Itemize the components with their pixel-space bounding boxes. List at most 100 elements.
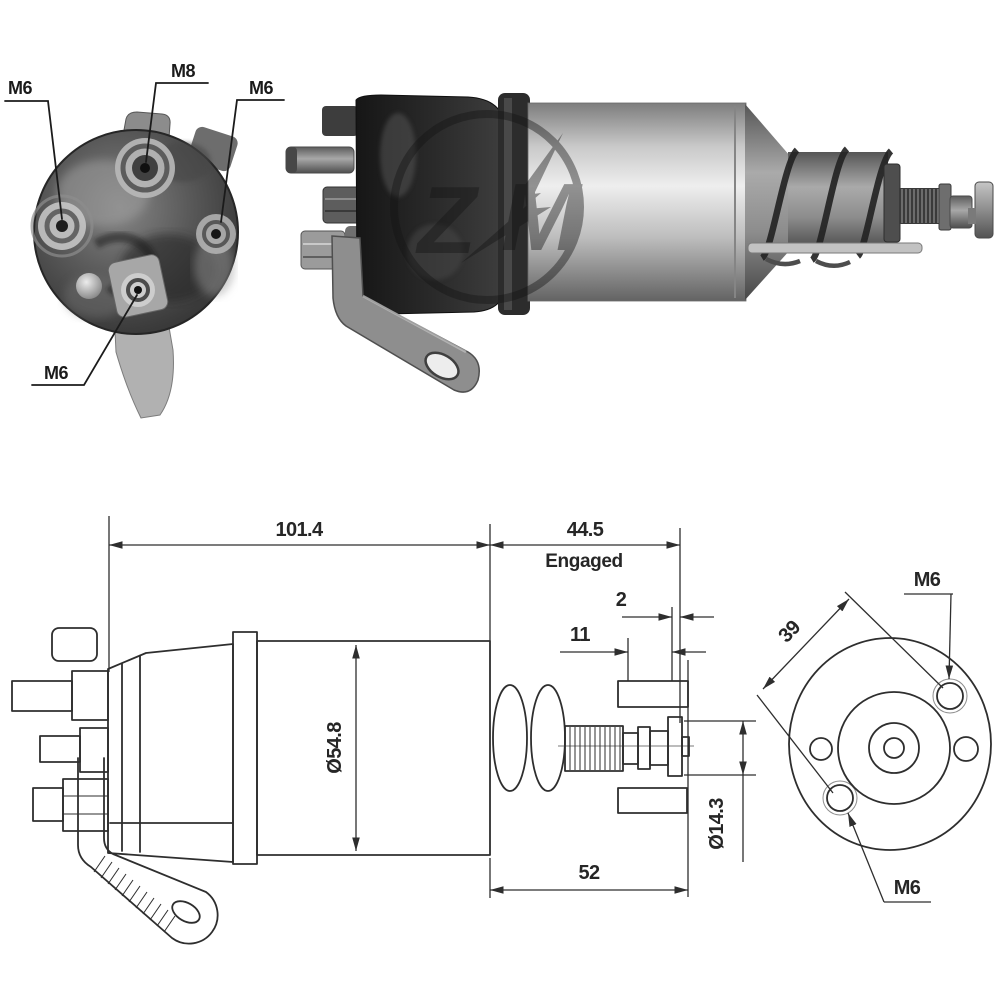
photo-threaded-rod — [899, 188, 941, 224]
end-view-drawing: 39 M6 M6 — [756, 569, 992, 903]
terminal-m6-bottom — [107, 254, 169, 318]
stud-tip — [286, 147, 297, 173]
dwg-endview-center-hole — [883, 737, 905, 759]
dwg-stud-top — [11, 680, 73, 712]
terminal-m8-center — [115, 138, 175, 198]
dim-plunger-travel: 11 — [560, 624, 706, 656]
dwg-upper-contact-bar — [617, 680, 689, 708]
dim-plunger-diameter-value: Ø14.3 — [706, 798, 728, 850]
mount-hole-top-label: M6 — [914, 569, 941, 591]
dwg-threaded-section — [564, 725, 624, 772]
dim-plunger-travel-value: 11 — [570, 624, 590, 646]
watermark-letter-m: M — [501, 164, 583, 271]
terminal-label-m8: M8 — [171, 61, 195, 81]
dim-body-diameter-value: Ø54.8 — [324, 722, 346, 774]
zm-watermark: Z M — [390, 110, 584, 304]
dim-plunger-diameter: Ø14.3 — [706, 721, 747, 862]
terminal-label-m6-top-left: M6 — [8, 78, 32, 98]
flange-highlight — [504, 98, 512, 310]
dwg-spring — [492, 684, 566, 792]
dim-plunger-section-length-value: 52 — [578, 862, 600, 884]
dwg-m6-hole-top — [936, 682, 964, 710]
dim-mount-hole-spacing-value: 39 — [774, 616, 805, 647]
mount-hole-bottom-label: M6 — [894, 877, 921, 899]
dim-contact-gap: 2 — [616, 589, 714, 621]
terminal-label-m6-top-right: M6 — [249, 78, 273, 98]
solenoid-photo: Z M — [285, 93, 994, 393]
cap-highlight — [380, 113, 416, 197]
photo-thin-rod — [747, 242, 923, 254]
photo-cone — [745, 104, 790, 300]
dwg-m6-hole-top-rough-ring — [932, 678, 968, 714]
dwg-bracket-outline — [77, 757, 219, 945]
dim-engaged-caption: Engaged — [545, 551, 622, 572]
thread-lines — [901, 189, 939, 223]
dwg-m6-hole-bottom-rough-ring — [822, 780, 858, 816]
dwg-contact-disc — [667, 716, 683, 777]
dwg-body — [256, 640, 491, 856]
dwg-plunger — [558, 716, 694, 777]
dim-overall-length: 101.4 — [109, 519, 490, 549]
leader-m6-bottom — [31, 294, 138, 386]
leader-m6-top-left — [4, 100, 63, 220]
bracket-edge-highlight — [362, 294, 467, 354]
photo-end-disc — [974, 181, 994, 239]
dwg-plunger-cylinder — [649, 730, 669, 766]
spring-bottom-arc — [764, 256, 801, 267]
dwg-plunger-nut — [637, 726, 651, 770]
dwg-bracket-hatching — [93, 855, 176, 933]
leader-m8 — [145, 82, 209, 163]
dwg-endview-right-hole — [953, 736, 979, 762]
watermark-circle — [390, 110, 584, 304]
dim-contact-gap-value: 2 — [616, 589, 627, 611]
side-view-drawing: 101.4 44.5 Engaged 2 11 Ø54.8 52 Ø1 — [11, 516, 756, 945]
dwg-endview-boss — [868, 722, 920, 774]
dwg-cap-outline — [107, 643, 234, 863]
photo-disc-stem — [968, 208, 976, 224]
dim-body-diameter: Ø54.8 — [324, 645, 360, 851]
dwg-endview-ring — [837, 691, 951, 805]
cap-dome-rivet — [76, 273, 102, 299]
terminal-m6-right — [196, 214, 236, 254]
photo-terminal-block-top — [322, 106, 358, 136]
dwg-flange — [232, 631, 258, 865]
dwg-plunger-stub — [681, 736, 690, 757]
dwg-endview-left-hole — [809, 737, 833, 761]
dwg-stud-mid-block — [79, 727, 109, 773]
callout-m6-top: M6 — [904, 569, 954, 680]
dwg-extension-lines — [108, 516, 756, 898]
dwg-thread-hatch — [569, 727, 621, 770]
terminal-label-m6-bottom: M6 — [44, 363, 68, 383]
photo-washer-2 — [938, 183, 952, 231]
dwg-plunger-rod — [622, 732, 639, 765]
callout-m6-bottom: M6 — [847, 812, 931, 903]
dwg-top-tab — [51, 627, 98, 662]
dwg-stud-bottom — [32, 787, 64, 822]
spring-bottom-arc — [814, 258, 851, 268]
photo-main-cylinder — [527, 102, 747, 302]
terminal-callouts: M6 M8 M6 M6 — [4, 61, 285, 386]
dwg-m6-hole-bottom — [826, 784, 854, 812]
dwg-stud-bottom-nut — [62, 778, 109, 832]
photo-sleeve-washer — [883, 163, 901, 243]
dwg-terminal-studs — [11, 670, 109, 832]
watermark-letter-z: Z — [415, 167, 480, 274]
leader-m6-top-right — [220, 99, 285, 223]
dwg-spring-coil — [530, 684, 566, 792]
terminal-m6-left — [30, 194, 94, 258]
cap-highlight — [407, 224, 463, 280]
dwg-stud-top-block — [71, 670, 109, 721]
dwg-bracket — [77, 757, 219, 945]
dim-overall-length-value: 101.4 — [275, 519, 324, 541]
photo-bracket-hole — [424, 351, 460, 381]
dim-engaged-length-value: 44.5 — [567, 519, 604, 541]
dwg-lower-contact-bar — [617, 787, 688, 814]
dwg-endview-outer-circle — [788, 637, 992, 851]
dim-plunger-section-length: 52 — [490, 862, 688, 894]
dim-engaged-length: 44.5 Engaged — [490, 519, 680, 572]
dwg-stud-mid — [39, 735, 81, 763]
dwg-spring-coil — [492, 684, 528, 792]
end-cap-photo: M6 M8 M6 M6 — [4, 61, 285, 419]
